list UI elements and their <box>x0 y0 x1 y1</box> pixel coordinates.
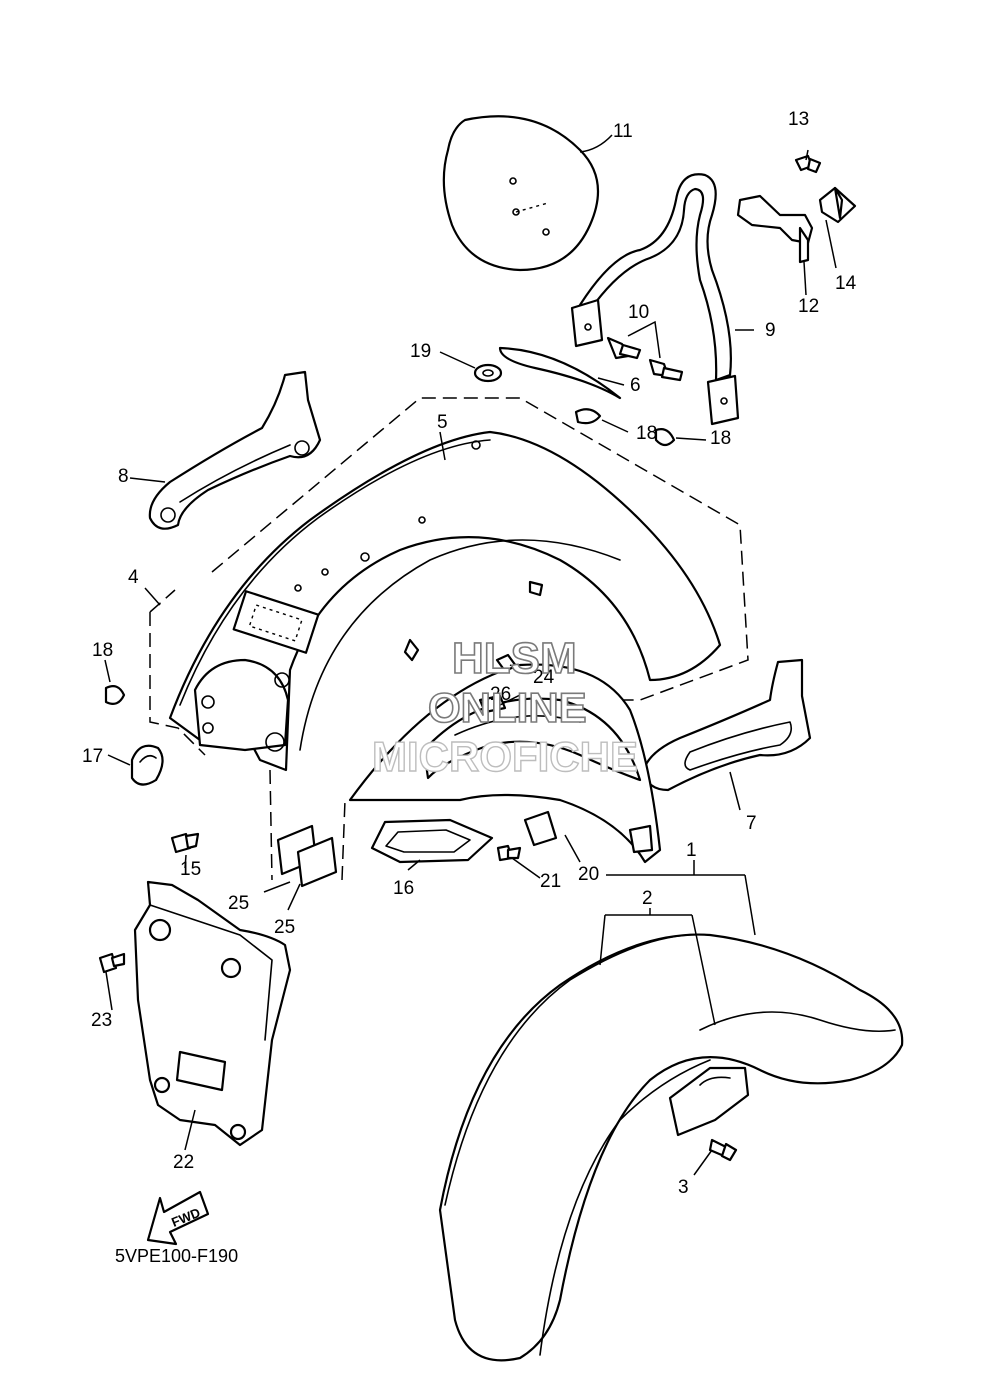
callout-8: 8 <box>118 466 129 487</box>
watermark-line1: HLSM <box>452 634 577 683</box>
callout-7: 7 <box>746 813 757 834</box>
grommet-18 <box>104 408 676 705</box>
grommet-17 <box>130 744 164 786</box>
callout-26: 26 <box>490 684 511 705</box>
callout-6: 6 <box>630 375 641 396</box>
rear-fender-5 <box>168 430 722 772</box>
callout-10: 10 <box>628 302 649 323</box>
washer-19 <box>473 363 503 383</box>
backrest-pad <box>442 115 600 272</box>
callout-12: 12 <box>798 296 819 317</box>
callout-18c: 18 <box>92 640 113 661</box>
watermark-line2: ONLINE <box>428 684 587 731</box>
callout-22: 22 <box>173 1152 194 1173</box>
callout-15: 15 <box>180 859 201 880</box>
guard-14 <box>818 186 857 224</box>
watermark: HLSM ONLINE MICROFICHE <box>371 633 638 781</box>
callout-25b: 25 <box>274 917 295 938</box>
callout-25a: 25 <box>228 893 249 914</box>
callout-5: 5 <box>437 412 448 433</box>
callout-1: 1 <box>686 840 697 861</box>
callout-20: 20 <box>578 864 599 885</box>
leader-lines <box>104 134 837 1176</box>
side-cover-22 <box>133 880 292 1147</box>
inner-fender-20 <box>348 663 662 864</box>
clip-26 <box>478 694 507 714</box>
grab-bar-7 <box>641 658 812 792</box>
callout-19: 19 <box>410 341 431 362</box>
bracket-12 <box>736 194 814 264</box>
callout-9: 9 <box>765 320 776 341</box>
callout-labels: 1 2 3 4 5 6 7 8 9 10 11 12 13 14 15 16 1… <box>82 109 857 1198</box>
callout-24: 24 <box>533 667 555 688</box>
cover-16 <box>370 818 494 864</box>
callout-2: 2 <box>642 888 653 909</box>
callout-21: 21 <box>540 871 561 892</box>
callout-23: 23 <box>91 1010 112 1031</box>
forward-arrow-icon: FWD <box>146 1190 210 1246</box>
callout-3: 3 <box>678 1177 689 1198</box>
callout-17: 17 <box>82 746 103 767</box>
bolt-13 <box>794 154 822 174</box>
bolt-3 <box>708 1138 738 1162</box>
grab-bar-8 <box>148 370 322 530</box>
nut-24 <box>495 653 518 673</box>
callout-11: 11 <box>613 121 633 142</box>
rear-fender-assembly-outline <box>149 397 749 881</box>
watermark-line3: MICROFICHE <box>372 733 638 780</box>
backrest-frame <box>570 173 740 426</box>
callout-18a: 18 <box>636 423 657 444</box>
callout-14: 14 <box>835 273 857 294</box>
front-fender-1 <box>438 933 904 1362</box>
bolt-21 <box>496 844 522 862</box>
diagram-code: 5VPE100-F190 <box>115 1246 238 1266</box>
callout-18b: 18 <box>710 428 731 449</box>
pad-25 <box>276 824 338 888</box>
callout-13: 13 <box>788 109 809 130</box>
bolt-10 <box>606 336 684 382</box>
callout-4: 4 <box>128 567 139 588</box>
callout-16: 16 <box>393 878 414 899</box>
bolt-15 <box>170 832 200 854</box>
bolt-23 <box>98 952 126 974</box>
seal-6 <box>498 346 622 400</box>
